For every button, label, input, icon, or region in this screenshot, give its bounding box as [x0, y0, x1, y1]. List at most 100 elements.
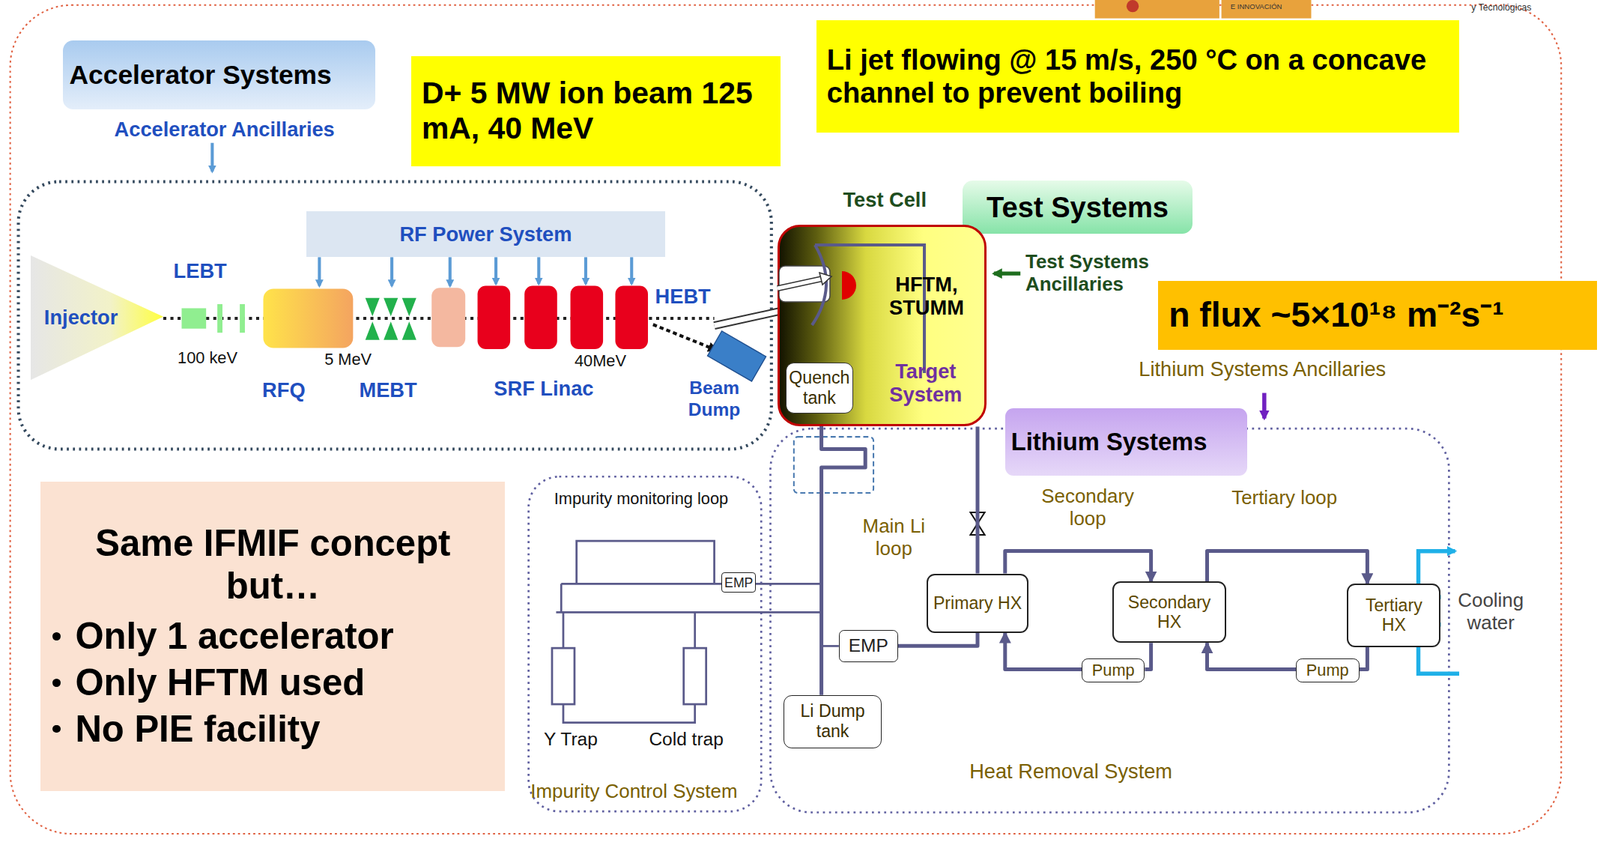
injector-cone: Injector	[30, 255, 164, 380]
impurity-region	[528, 476, 762, 812]
node-text: EMP	[848, 635, 889, 657]
header-box: Accelerator Systems	[62, 40, 376, 109]
node-text: Test Cell	[842, 188, 986, 212]
node-text: Lithium Systems	[1011, 427, 1208, 457]
label-text: Y Trap	[543, 728, 598, 750]
header-box: Test Systems	[962, 180, 1194, 234]
pump-box: Pump	[1081, 658, 1145, 684]
node-text: Same IFMIF concept but…	[52, 522, 493, 607]
label-text: HEBT	[655, 284, 711, 308]
lebt-element	[217, 304, 223, 333]
outer-border	[10, 5, 1562, 834]
node-text: RF Power System	[399, 222, 572, 246]
node-text: Pump	[1092, 660, 1135, 680]
beam-arrow	[714, 311, 780, 326]
ancillary-arrow	[1262, 393, 1266, 419]
rfq	[262, 289, 353, 349]
label-text: y Tecnológicas	[1471, 2, 1532, 13]
label-text: HFTM, STUMM	[883, 272, 970, 320]
bullet-dot	[52, 632, 61, 641]
rf-feed-arrows	[319, 256, 632, 286]
test-cell: Test CellTarget SystemQuench tank	[777, 224, 987, 427]
pump-box: EMP	[838, 629, 899, 663]
pipe-connector	[1005, 632, 1082, 670]
label-text: SRF Linac	[493, 376, 594, 400]
label-text: 5 MeV	[324, 349, 372, 369]
beam-arrow	[714, 311, 780, 326]
bullet-text: Only 1 accelerator	[74, 614, 394, 657]
label-text: Main Li loop	[856, 515, 931, 561]
node-text: n flux ~5×10¹⁸ m⁻²s⁻¹	[1168, 295, 1505, 335]
label-text: 40MeV	[574, 351, 627, 371]
pump-box: EMP	[721, 572, 756, 593]
heat-exchanger: Secondary HX	[1112, 581, 1227, 643]
logo-bar	[1221, 0, 1312, 19]
note-box: n flux ~5×10¹⁸ m⁻²s⁻¹	[1158, 280, 1598, 351]
beam-dump-label: Beam Dump	[673, 375, 756, 423]
node-text: D+ 5 MW ion beam 125 mA, 40 MeV	[421, 75, 771, 147]
ancillary-arrow	[210, 143, 214, 172]
buncher	[431, 287, 466, 347]
logo-bar	[1095, 0, 1220, 19]
note-box: Li jet flowing @ 15 m/s, 250 °C on a con…	[816, 20, 1460, 133]
label-text: MEBT	[359, 378, 418, 402]
bullet-row: Only HFTM used	[52, 661, 365, 704]
tank-box: Quench tank	[785, 362, 854, 414]
node-text: Accelerator Systems	[68, 59, 332, 91]
pipe-connector	[1207, 551, 1368, 585]
ancillary-arrow	[994, 271, 1021, 275]
srf-cryomodules	[477, 285, 648, 349]
node-text: Li Dump tank	[787, 701, 878, 741]
lithium-region	[770, 428, 1449, 812]
label-text: Tertiary loop	[1231, 486, 1338, 510]
label-text: Impurity Control System	[530, 780, 738, 803]
label-text: Impurity monitoring loop	[554, 489, 729, 508]
bullet-text: No PIE facility	[74, 707, 320, 750]
label-text: Heat Removal System	[969, 759, 1173, 783]
pipe-connector	[1144, 642, 1151, 669]
pump-box: Pump	[1295, 658, 1359, 684]
rf-band: RF Power System	[306, 211, 666, 257]
label-text: Accelerator Ancillaries	[114, 117, 335, 141]
lebt-element	[239, 304, 245, 333]
note-box: Same IFMIF concept but… Only 1 accelerato…	[40, 481, 505, 792]
accelerator-region	[18, 182, 772, 450]
label-text: Test Systems Ancillaries	[1025, 250, 1159, 296]
pipe-connector	[1359, 647, 1368, 670]
mebt-quadrupoles	[365, 298, 417, 341]
node-text: Injector	[44, 305, 118, 329]
node-text: Beam Dump	[676, 377, 753, 420]
node-text: Quench tank	[788, 367, 850, 408]
node-text: Target System	[869, 359, 983, 407]
bullet-row: No PIE facility	[52, 707, 320, 750]
flexible-section	[794, 436, 874, 493]
heat-exchanger: Tertiary HX	[1346, 583, 1441, 647]
label-text: 100 keV	[177, 348, 238, 368]
pipe-connector	[976, 426, 980, 574]
node-text: Test Systems	[986, 191, 1169, 224]
label-text: E INNOVACIÓN	[1230, 2, 1283, 12]
node-text: Tertiary HX	[1351, 595, 1436, 636]
logo-mark	[1126, 0, 1139, 12]
node-text: Li jet flowing @ 15 m/s, 250 °C on a con…	[826, 43, 1449, 110]
node-text: Pump	[1306, 660, 1350, 680]
bullet-row: Only 1 accelerator	[52, 614, 394, 657]
note-box: D+ 5 MW ion beam 125 mA, 40 MeV	[411, 56, 781, 167]
lebt-element	[181, 307, 206, 329]
label-text: Secondary loop	[1034, 485, 1141, 531]
label-text: Cooling water	[1453, 589, 1529, 635]
label-text: RFQ	[262, 378, 306, 402]
pipe-connector	[898, 632, 978, 647]
label-text: Lithium Systems Ancillaries	[1138, 357, 1386, 381]
node-text: EMP	[724, 575, 753, 591]
dump-line	[653, 324, 717, 350]
beam-dump	[707, 331, 767, 382]
node-text: Primary HX	[933, 593, 1022, 614]
label-text: Cold trap	[648, 728, 723, 750]
header-box: Lithium Systems	[1005, 408, 1248, 476]
bullet-text: Only HFTM used	[74, 661, 365, 704]
node-text: Secondary HX	[1116, 592, 1223, 633]
pipe-connector	[1207, 642, 1297, 669]
label-text: LEBT	[173, 259, 227, 283]
heat-exchanger: Primary HX	[926, 573, 1029, 633]
